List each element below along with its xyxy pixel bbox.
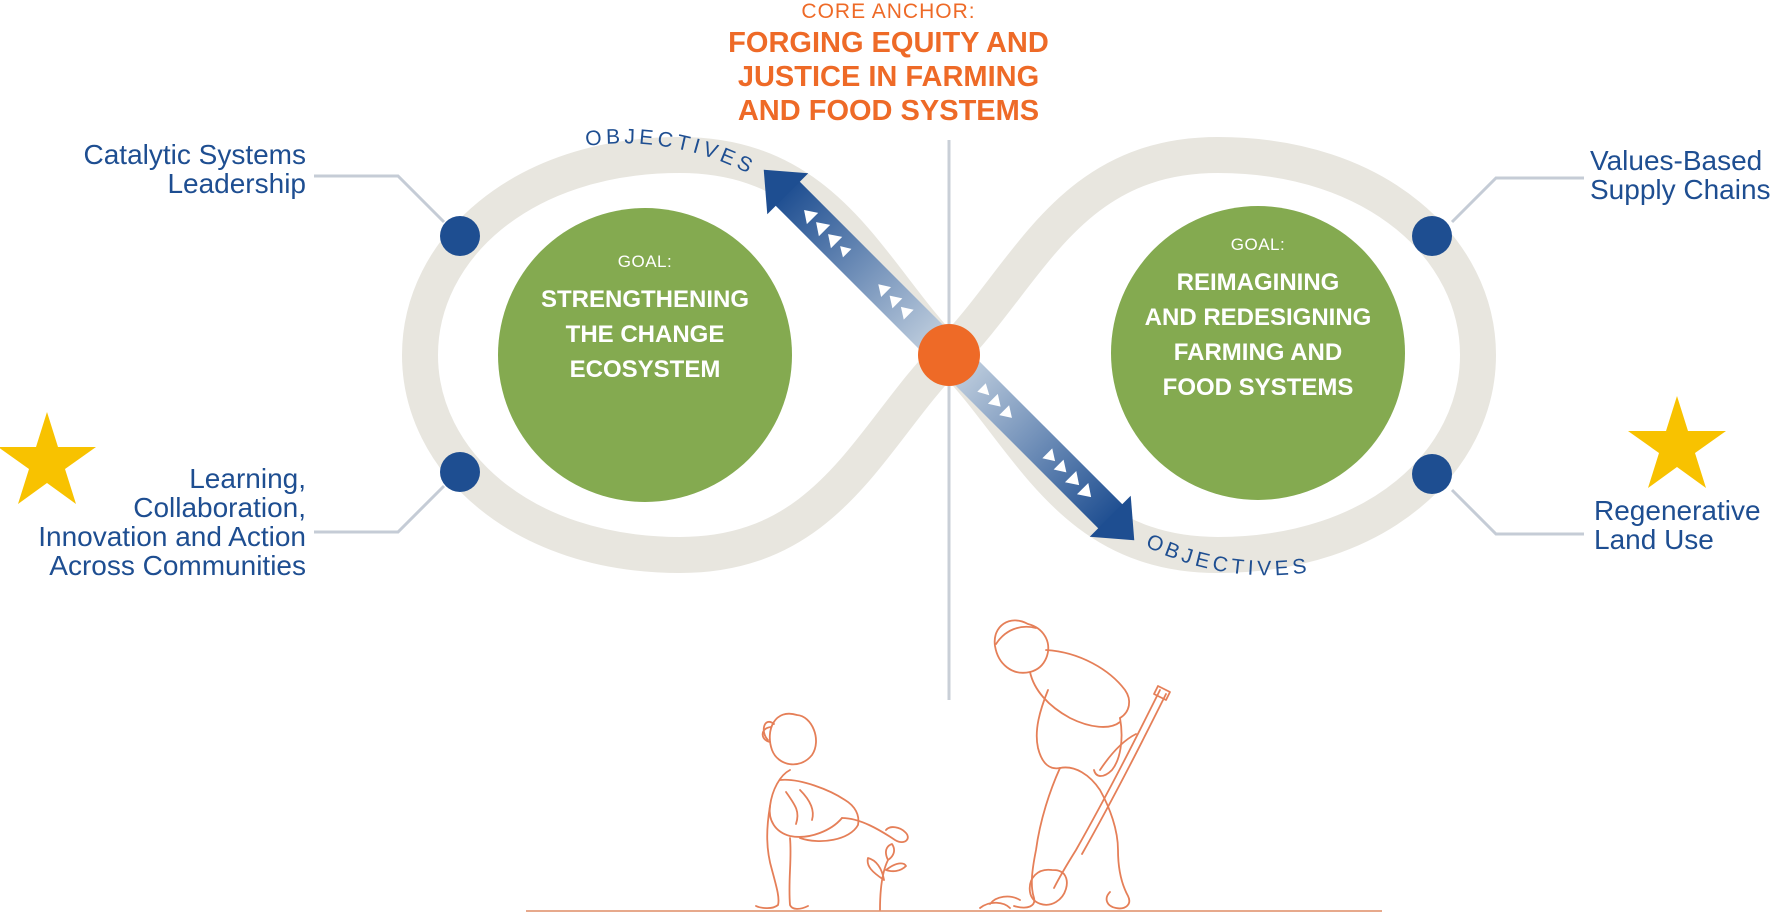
star-icon — [0, 412, 96, 504]
connector-bottom-right — [1450, 488, 1584, 536]
goal-circle-left — [498, 208, 792, 502]
goal-left-title-line: STRENGTHENING — [540, 286, 749, 313]
objective-node-top-left — [440, 216, 480, 256]
core-anchor-title-line: FORGING EQUITY AND — [728, 27, 1049, 59]
objective-bottom-left: Learning, Collaboration, Innovation and … — [38, 464, 306, 580]
objective-line: Collaboration, — [133, 492, 306, 523]
goal-right-title-line: AND REDESIGNING — [1144, 304, 1372, 331]
objective-node-bottom-right — [1412, 454, 1452, 494]
connector-top-right — [1450, 176, 1584, 224]
connector-top-left — [314, 174, 446, 224]
objective-line: Learning, — [189, 463, 306, 494]
core-anchor-title-line: AND FOOD SYSTEMS — [737, 95, 1040, 127]
objective-bottom-right: Regenerative Land Use — [1594, 496, 1761, 554]
goal-left-title-line: ECOSYSTEM — [569, 356, 721, 383]
goal-right-title-line: FARMING AND — [1173, 339, 1343, 366]
objective-line: Leadership — [167, 168, 306, 199]
objective-line: Supply Chains — [1590, 174, 1771, 205]
goal-left-label: GOAL: — [617, 252, 673, 271]
connector-bottom-left — [314, 484, 446, 534]
objective-line: Innovation and Action — [38, 521, 306, 552]
core-anchor-label: CORE ANCHOR: — [801, 0, 976, 23]
goal-right-title-line: FOOD SYSTEMS — [1162, 374, 1354, 401]
goal-circle-right — [1111, 206, 1405, 500]
objective-top-left: Catalytic Systems Leadership — [84, 140, 307, 198]
star-icon — [1628, 396, 1726, 488]
core-anchor-title: FORGING EQUITY AND JUSTICE IN FARMING AN… — [0, 26, 1777, 128]
goal-right-title: REIMAGINING AND REDESIGNING FARMING AND … — [1108, 265, 1408, 405]
objective-line: Across Communities — [49, 550, 306, 581]
people-planting-illustration — [755, 619, 1171, 911]
goal-right-title-line: REIMAGINING — [1176, 269, 1340, 296]
objective-node-top-right — [1412, 216, 1452, 256]
goal-left-title: STRENGTHENING THE CHANGE ECOSYSTEM — [500, 282, 790, 387]
objective-top-right: Values-Based Supply Chains — [1590, 146, 1771, 204]
goal-left: GOAL: STRENGTHENING THE CHANGE ECOSYSTEM — [500, 252, 790, 387]
goal-right-label: GOAL: — [1230, 235, 1286, 254]
core-anchor-node — [918, 324, 980, 386]
core-anchor-title-line: JUSTICE IN FARMING — [737, 61, 1040, 93]
objective-node-bottom-left — [440, 452, 480, 492]
objective-line: Land Use — [1594, 524, 1714, 555]
objective-line: Regenerative — [1594, 495, 1761, 526]
objective-line: Catalytic Systems — [83, 139, 307, 170]
objective-line: Values-Based — [1590, 145, 1763, 176]
goal-left-title-line: THE CHANGE — [565, 321, 725, 348]
goal-right: GOAL: REIMAGINING AND REDESIGNING FARMIN… — [1108, 235, 1408, 405]
